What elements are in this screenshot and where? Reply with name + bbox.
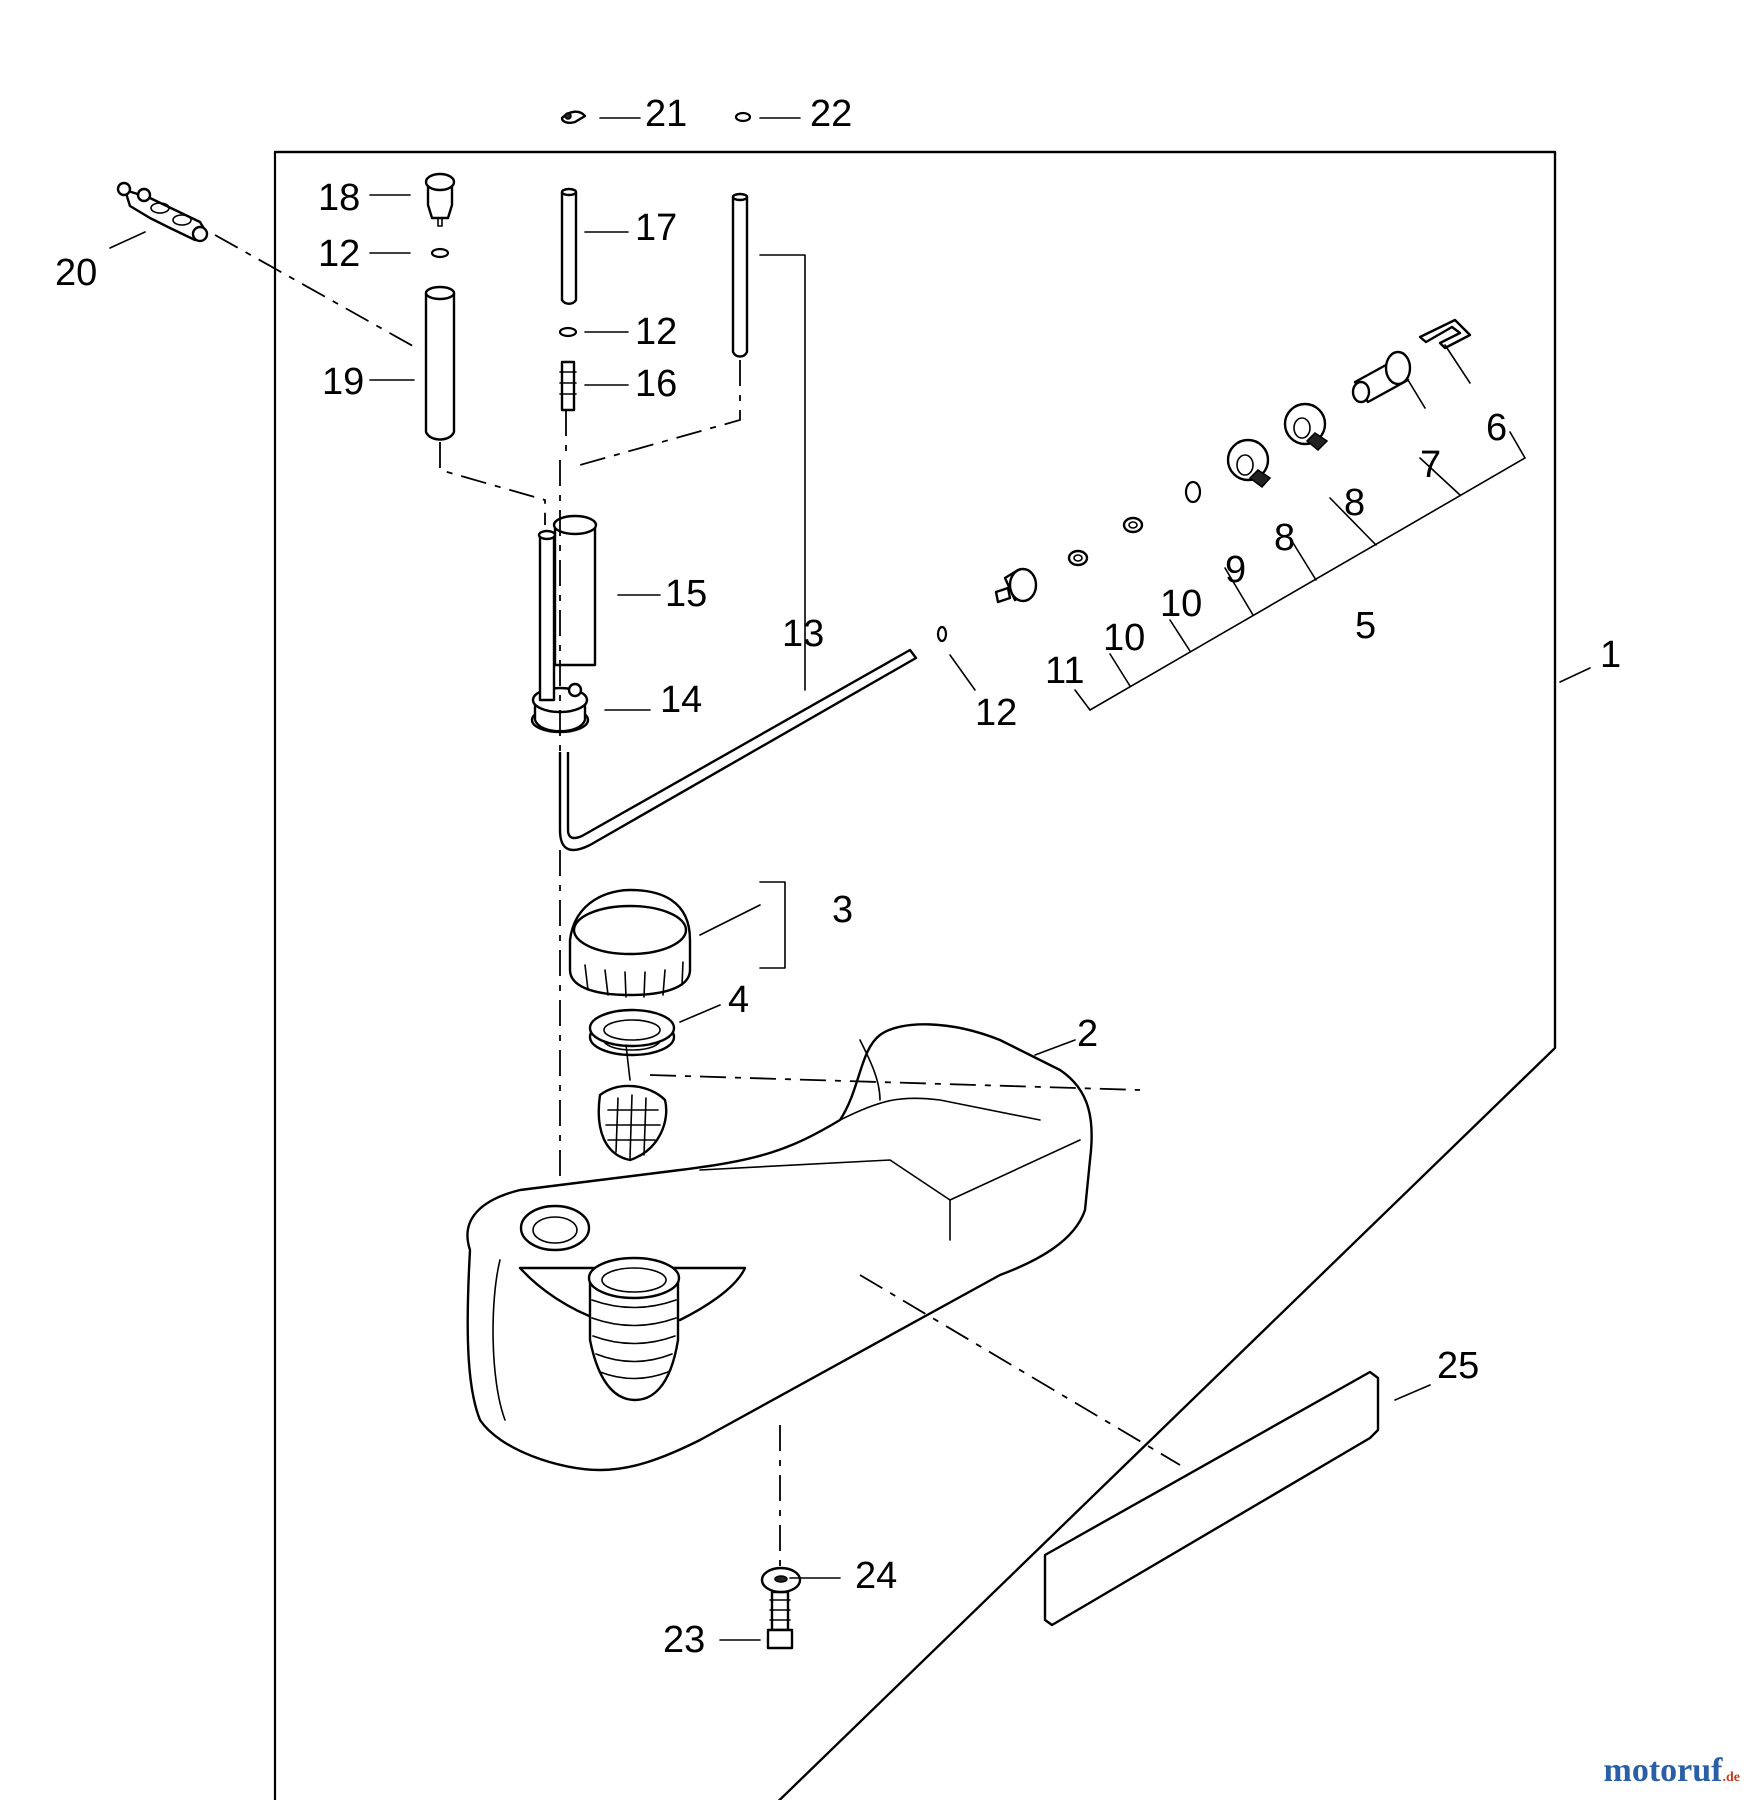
fitting-11	[994, 567, 1038, 604]
label-part-12-a: 12	[318, 233, 360, 275]
cap-gasket	[588, 1008, 676, 1057]
watermark-logo: motoruf.de	[1604, 1752, 1740, 1790]
o-ring-upper-left	[430, 247, 450, 259]
bolt	[766, 1590, 794, 1650]
plug	[424, 172, 456, 227]
label-part-17: 17	[635, 207, 677, 249]
fitting-8a	[1226, 438, 1272, 489]
label-part-19: 19	[322, 361, 364, 403]
label-part-1: 1	[1600, 634, 1621, 676]
washer-9	[1184, 480, 1202, 504]
assembly-frame-lower	[777, 1046, 1557, 1800]
label-part-14: 14	[660, 679, 702, 721]
label-part-9: 9	[1225, 549, 1246, 591]
vent-pipe	[560, 192, 578, 305]
label-part-16: 16	[635, 363, 677, 405]
small-clip	[560, 110, 587, 124]
fuel-pipe	[558, 648, 918, 852]
label-part-8-a: 8	[1274, 517, 1295, 559]
o-ring-right	[936, 625, 948, 643]
label-part-4: 4	[728, 979, 749, 1021]
label-part-8-b: 8	[1344, 482, 1365, 524]
label-part-2: 2	[1077, 1013, 1098, 1055]
fitting-8b	[1283, 402, 1329, 452]
label-part-10-b: 10	[1160, 583, 1202, 625]
label-part-21: 21	[645, 93, 687, 135]
label-part-24: 24	[855, 1555, 897, 1597]
watermark-brand: motoruf	[1603, 1752, 1723, 1789]
watermark-tld: .de	[1722, 1770, 1741, 1785]
label-part-22: 22	[810, 93, 852, 135]
joint-pipe	[537, 514, 598, 702]
small-ring	[734, 111, 752, 123]
long-pipe	[731, 197, 749, 358]
washer-10b	[1122, 516, 1144, 534]
o-ring-middle	[558, 326, 578, 338]
label-part-3: 3	[832, 889, 853, 931]
fitting-7	[1351, 350, 1412, 404]
label-part-15: 15	[665, 573, 707, 615]
label-part-7: 7	[1420, 444, 1441, 486]
strainer-filter	[597, 1044, 668, 1162]
label-part-12-b: 12	[635, 311, 677, 353]
fuel-cap	[568, 888, 692, 998]
label-part-5: 5	[1355, 605, 1376, 647]
label-part-23: 23	[663, 1619, 705, 1661]
connector	[559, 360, 577, 412]
label-part-20: 20	[55, 252, 97, 294]
label-part-13: 13	[782, 613, 824, 655]
washer-10a	[1067, 549, 1089, 567]
frame-top-left	[273, 150, 1557, 1800]
label-plate	[1043, 1370, 1380, 1627]
label-part-6: 6	[1486, 407, 1507, 449]
hose-clamp	[116, 181, 209, 243]
label-part-11: 11	[1045, 650, 1084, 692]
return-pipe	[424, 285, 456, 441]
fuel-tank	[466, 1023, 1093, 1472]
label-part-18: 18	[318, 177, 360, 219]
label-part-10-a: 10	[1103, 617, 1145, 659]
label-part-12-c: 12	[975, 692, 1017, 734]
clip-6	[1418, 318, 1472, 350]
label-part-25: 25	[1437, 1345, 1479, 1387]
washer	[760, 1566, 802, 1594]
